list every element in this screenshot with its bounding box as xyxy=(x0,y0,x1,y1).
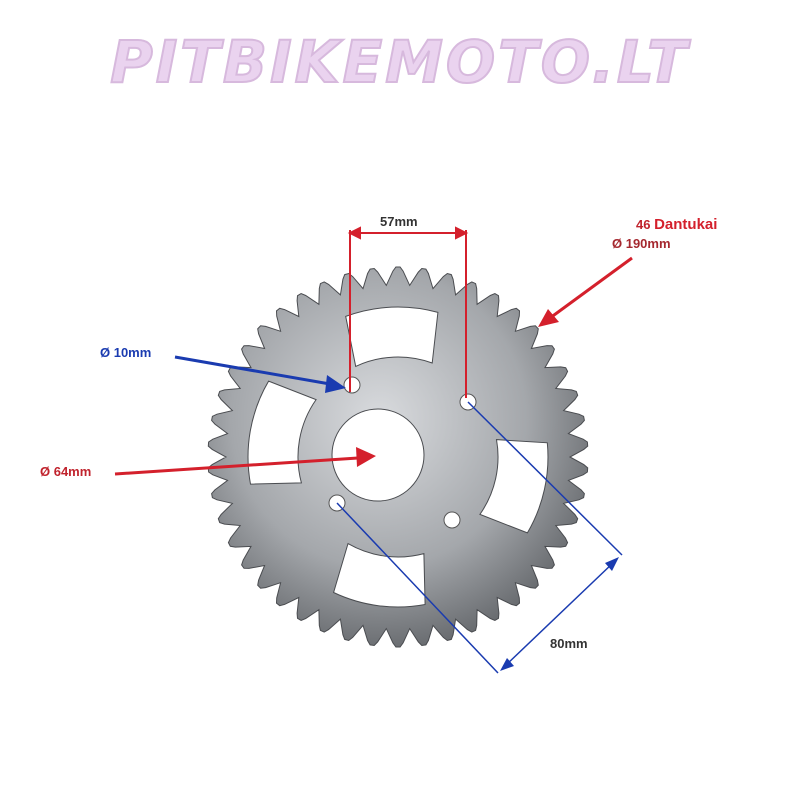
teeth-count: 46 xyxy=(636,217,651,232)
center-hole-label: Ø 64mm xyxy=(40,464,92,479)
bolt-hole xyxy=(443,511,461,529)
bolt-spacing-label: 57mm xyxy=(380,214,418,229)
diagonal-spacing-label: 80mm xyxy=(550,636,588,651)
bolt-hole xyxy=(343,376,361,394)
sprocket xyxy=(207,266,589,648)
outer-diameter-arrow xyxy=(538,256,633,327)
teeth-count-label: 46 Dantukai xyxy=(636,216,717,233)
bolt-hole-label: Ø 10mm xyxy=(100,345,152,360)
diagonal-spacing-dimension xyxy=(336,401,623,674)
bolt-hole-arrow xyxy=(174,355,346,393)
teeth-word: Dantukai xyxy=(654,216,718,233)
center-hole-arrow xyxy=(114,447,376,476)
watermark-logo: PITBIKEMOTO.LT xyxy=(109,27,690,97)
bolt-spacing-dimension xyxy=(347,226,469,398)
outer-diameter-label: Ø 190mm xyxy=(612,236,671,251)
